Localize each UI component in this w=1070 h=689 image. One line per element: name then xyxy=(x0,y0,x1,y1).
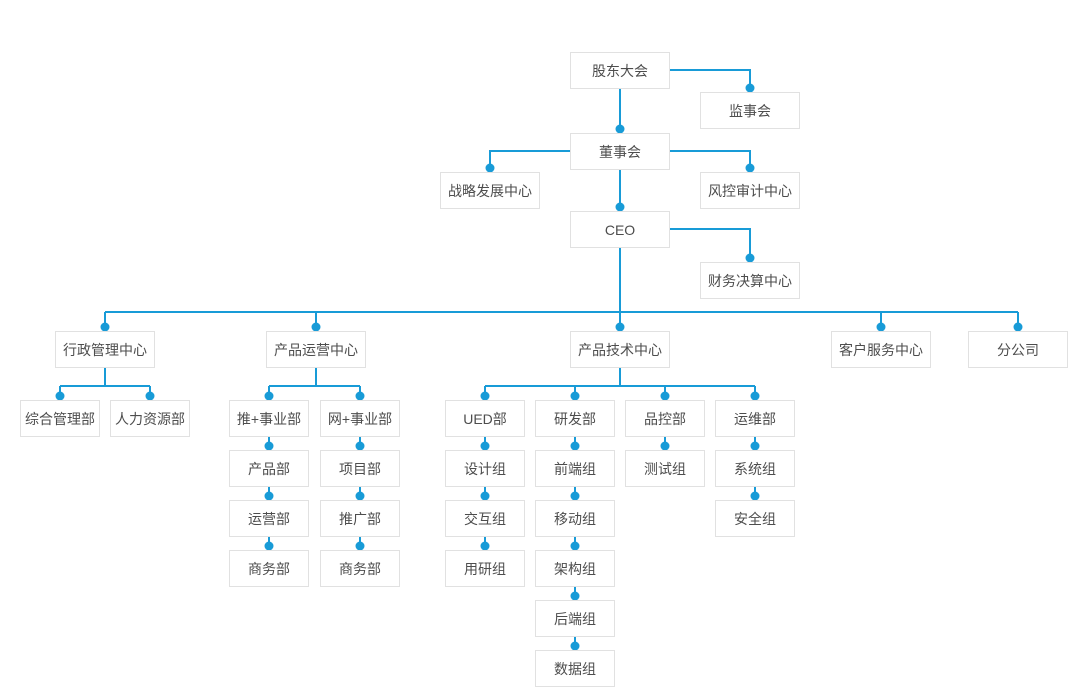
org-node-security-team[interactable]: 安全组 xyxy=(715,500,795,537)
org-node-ops-center[interactable]: 产品运营中心 xyxy=(266,331,366,368)
org-node-backend-team[interactable]: 后端组 xyxy=(535,600,615,637)
org-node-service-center[interactable]: 客户服务中心 xyxy=(831,331,931,368)
org-node-board[interactable]: 董事会 xyxy=(570,133,670,170)
connector-dots xyxy=(55,83,1023,651)
org-node-design-team[interactable]: 设计组 xyxy=(445,450,525,487)
org-node-test-team[interactable]: 测试组 xyxy=(625,450,705,487)
org-node-promotion-dept[interactable]: 推广部 xyxy=(320,500,400,537)
org-node-hr[interactable]: 人力资源部 xyxy=(110,400,190,437)
org-node-wang-division[interactable]: 网+事业部 xyxy=(320,400,400,437)
org-node-strategy[interactable]: 战略发展中心 xyxy=(440,172,540,209)
org-node-om-dept[interactable]: 运维部 xyxy=(715,400,795,437)
org-node-shareholders[interactable]: 股东大会 xyxy=(570,52,670,89)
org-node-rd-dept[interactable]: 研发部 xyxy=(535,400,615,437)
org-node-branch[interactable]: 分公司 xyxy=(968,331,1068,368)
org-node-business-dept-tui[interactable]: 商务部 xyxy=(229,550,309,587)
org-node-ued-dept[interactable]: UED部 xyxy=(445,400,525,437)
org-node-mobile-team[interactable]: 移动组 xyxy=(535,500,615,537)
org-node-risk[interactable]: 风控审计中心 xyxy=(700,172,800,209)
org-node-admin-center[interactable]: 行政管理中心 xyxy=(55,331,155,368)
org-node-general-mgmt[interactable]: 综合管理部 xyxy=(20,400,100,437)
org-node-product-dept[interactable]: 产品部 xyxy=(229,450,309,487)
org-node-tui-division[interactable]: 推+事业部 xyxy=(229,400,309,437)
org-node-project-dept[interactable]: 项目部 xyxy=(320,450,400,487)
org-node-frontend-team[interactable]: 前端组 xyxy=(535,450,615,487)
org-node-user-research-team[interactable]: 用研组 xyxy=(445,550,525,587)
org-node-data-team[interactable]: 数据组 xyxy=(535,650,615,687)
org-node-business-dept-wang[interactable]: 商务部 xyxy=(320,550,400,587)
org-node-tech-center[interactable]: 产品技术中心 xyxy=(570,331,670,368)
org-node-operation-dept[interactable]: 运营部 xyxy=(229,500,309,537)
org-node-supervisory[interactable]: 监事会 xyxy=(700,92,800,129)
org-node-interaction-team[interactable]: 交互组 xyxy=(445,500,525,537)
org-node-system-team[interactable]: 系统组 xyxy=(715,450,795,487)
org-node-finance[interactable]: 财务决算中心 xyxy=(700,262,800,299)
org-node-qc-dept[interactable]: 品控部 xyxy=(625,400,705,437)
org-node-ceo[interactable]: CEO xyxy=(570,211,670,248)
org-node-architecture-team[interactable]: 架构组 xyxy=(535,550,615,587)
